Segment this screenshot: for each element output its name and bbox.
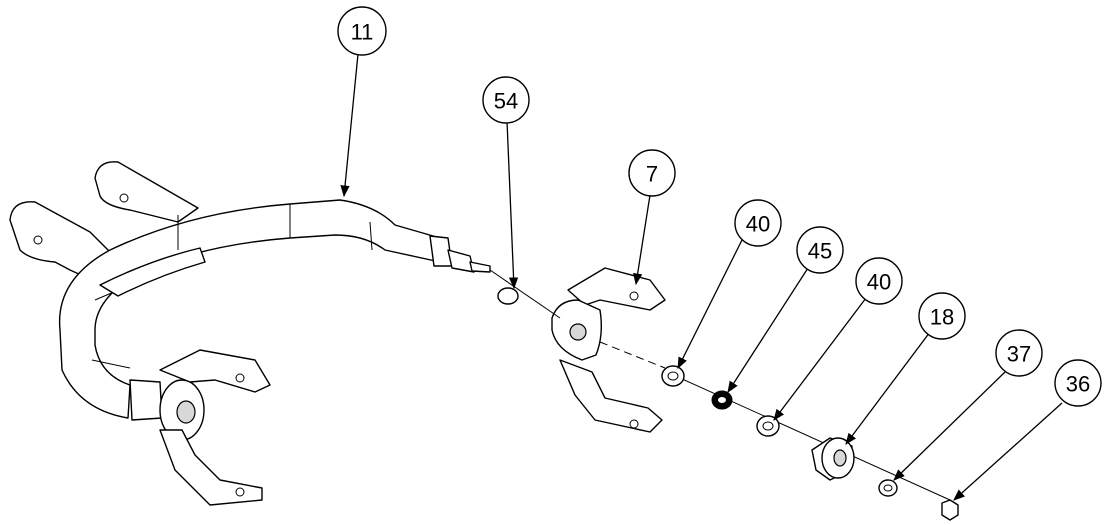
leader-40a	[677, 239, 743, 370]
nut-part	[941, 499, 959, 521]
callout-37-label: 37	[1007, 342, 1031, 367]
lock-washer-hole	[718, 397, 726, 403]
callout-36: 36	[1054, 359, 1102, 407]
spacer-part	[811, 437, 855, 481]
washer-37-part	[878, 479, 898, 497]
washer-40-part	[661, 365, 685, 387]
washer-37-hole	[883, 484, 893, 492]
callout-40-lower: 40	[855, 257, 903, 305]
leader-45	[727, 267, 809, 393]
washer-40-hole	[667, 371, 679, 381]
bracket-part	[551, 267, 666, 433]
leader-11	[340, 53, 359, 198]
callout-7-label: 7	[646, 162, 658, 187]
leader-54	[506, 120, 519, 290]
leader-37	[893, 371, 1006, 481]
callout-11-label: 11	[351, 20, 374, 45]
callout-54-label: 54	[494, 89, 518, 114]
callout-37: 37	[995, 329, 1043, 377]
callout-7: 7	[628, 149, 676, 197]
snap-ring-part	[497, 287, 519, 305]
leader-7	[633, 194, 651, 286]
washer-40b-hole	[762, 421, 774, 431]
leader-18	[845, 331, 931, 445]
washer-40b-part	[756, 415, 780, 437]
callout-40-upper-label: 40	[746, 212, 770, 237]
callout-54: 54	[482, 76, 530, 124]
callout-18: 18	[918, 292, 966, 340]
callout-36-label: 36	[1066, 372, 1090, 397]
callout-40-upper: 40	[734, 199, 782, 247]
leader-40b	[773, 297, 867, 421]
callout-11: 11	[337, 6, 387, 56]
fork-frame-part	[9, 161, 491, 506]
leader-36	[953, 402, 1063, 501]
callout-45: 45	[796, 226, 844, 274]
callout-45-label: 45	[808, 239, 832, 264]
callout-40-lower-label: 40	[867, 270, 891, 295]
callout-18-label: 18	[930, 305, 954, 330]
